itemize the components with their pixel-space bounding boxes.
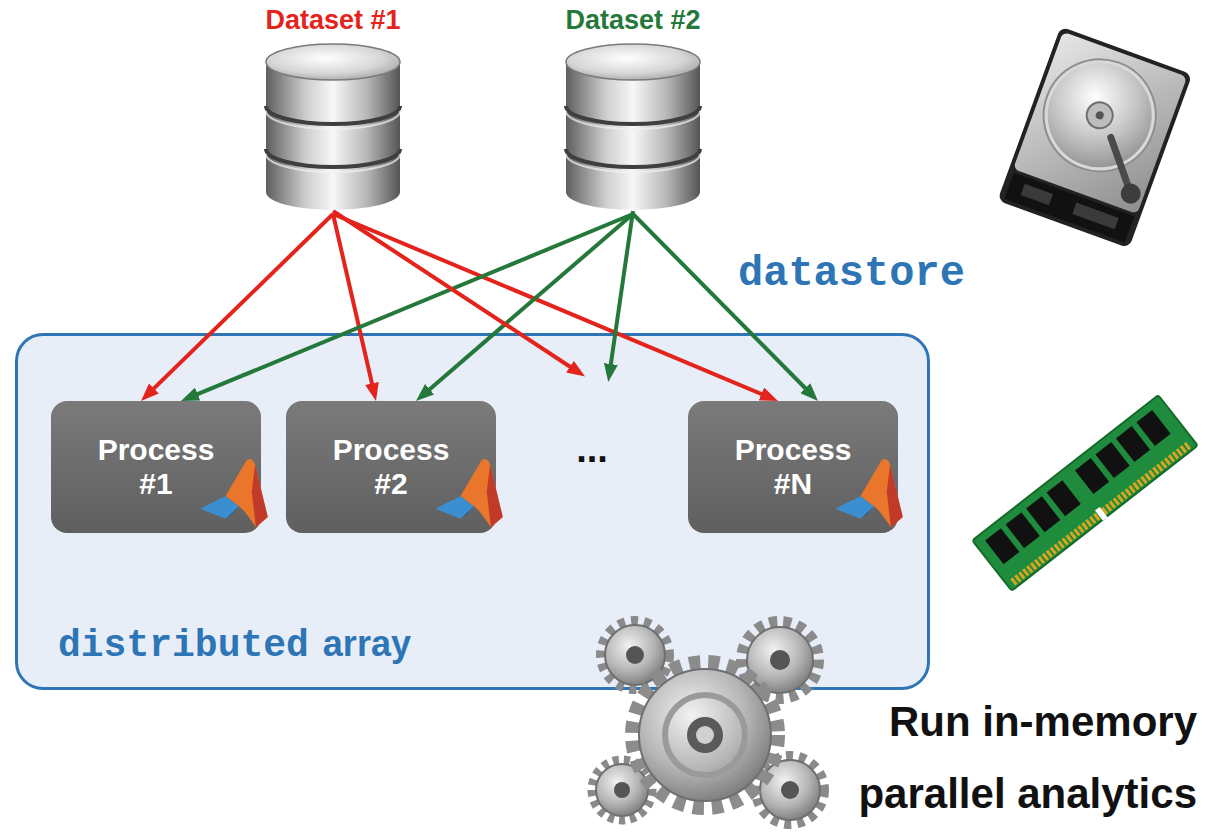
matlab-logo xyxy=(200,459,268,527)
api-keyword: datastore xyxy=(738,250,965,298)
caption-text: Run in-memory parallel analytics xyxy=(837,686,1197,830)
database-node: Dataset #1 xyxy=(263,4,403,214)
process-box: Process #2 xyxy=(286,401,496,533)
dataset-label: Dataset #1 xyxy=(265,4,400,36)
ellipsis: ... xyxy=(556,428,628,471)
gears-icon xyxy=(592,621,824,824)
matlab-logo xyxy=(835,459,903,527)
database-cylinder xyxy=(563,42,703,214)
code-keyword: distributed xyxy=(58,624,309,667)
distributed-array-region: distributed array Process #1 Process #2 Proc… xyxy=(15,333,930,690)
matlab-logo xyxy=(435,459,503,527)
database-cylinder xyxy=(263,42,403,214)
label-holder: Run in-memory parallel analytics xyxy=(837,686,1197,830)
label-holder: ... xyxy=(556,428,628,471)
process-box: Process #N xyxy=(688,401,898,533)
caption-word: array xyxy=(323,623,411,665)
process-box: Process #1 xyxy=(51,401,261,533)
label-holder: datastore xyxy=(738,250,965,298)
process-label: Process #1 xyxy=(87,433,225,501)
hard-drive-icon xyxy=(997,27,1192,249)
region-caption: distributed array xyxy=(58,623,411,667)
dataset-label: Dataset #2 xyxy=(565,4,700,36)
ram-module-icon xyxy=(972,395,1198,592)
database-node: Dataset #2 xyxy=(563,4,703,214)
process-label: Process #2 xyxy=(322,433,460,501)
process-label: Process #N xyxy=(724,433,862,501)
